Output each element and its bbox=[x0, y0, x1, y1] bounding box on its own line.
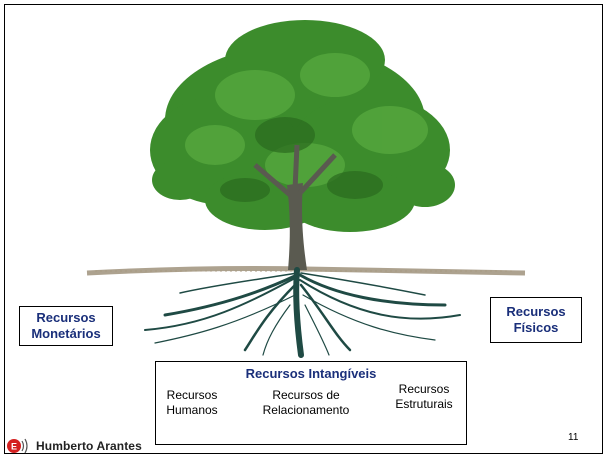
svg-text:E: E bbox=[11, 442, 17, 452]
recursos-relacionamento-line1: Recursos de bbox=[242, 388, 370, 403]
recursos-intangiveis-title: Recursos Intangíveis bbox=[156, 366, 466, 382]
recursos-monetarios-line2: Monetários bbox=[20, 326, 112, 342]
logo-mark-icon: E bbox=[6, 437, 32, 455]
recursos-humanos-line1: Recursos bbox=[156, 388, 228, 403]
recursos-humanos: Recursos Humanos bbox=[156, 388, 228, 418]
page-number: 11 bbox=[568, 432, 578, 443]
recursos-intangiveis-box: Recursos Intangíveis Recursos Humanos Re… bbox=[155, 361, 467, 445]
recursos-fisicos-box: Recursos Físicos bbox=[490, 297, 582, 343]
slide: Recursos Monetários Recursos Físicos Rec… bbox=[4, 4, 603, 454]
recursos-estruturais-line2: Estruturais bbox=[386, 397, 462, 412]
recursos-humanos-line2: Humanos bbox=[156, 403, 228, 418]
recursos-monetarios-line1: Recursos bbox=[20, 310, 112, 326]
recursos-fisicos-line1: Recursos bbox=[491, 304, 581, 320]
recursos-fisicos-line2: Físicos bbox=[491, 320, 581, 336]
humberto-arantes-logo: E Humberto Arantes bbox=[6, 437, 142, 455]
logo-text: Humberto Arantes bbox=[36, 439, 142, 453]
recursos-relacionamento-line2: Relacionamento bbox=[242, 403, 370, 418]
recursos-estruturais-line1: Recursos bbox=[386, 382, 462, 397]
recursos-estruturais: Recursos Estruturais bbox=[386, 382, 462, 412]
recursos-monetarios-box: Recursos Monetários bbox=[19, 306, 113, 346]
recursos-relacionamento: Recursos de Relacionamento bbox=[242, 388, 370, 418]
